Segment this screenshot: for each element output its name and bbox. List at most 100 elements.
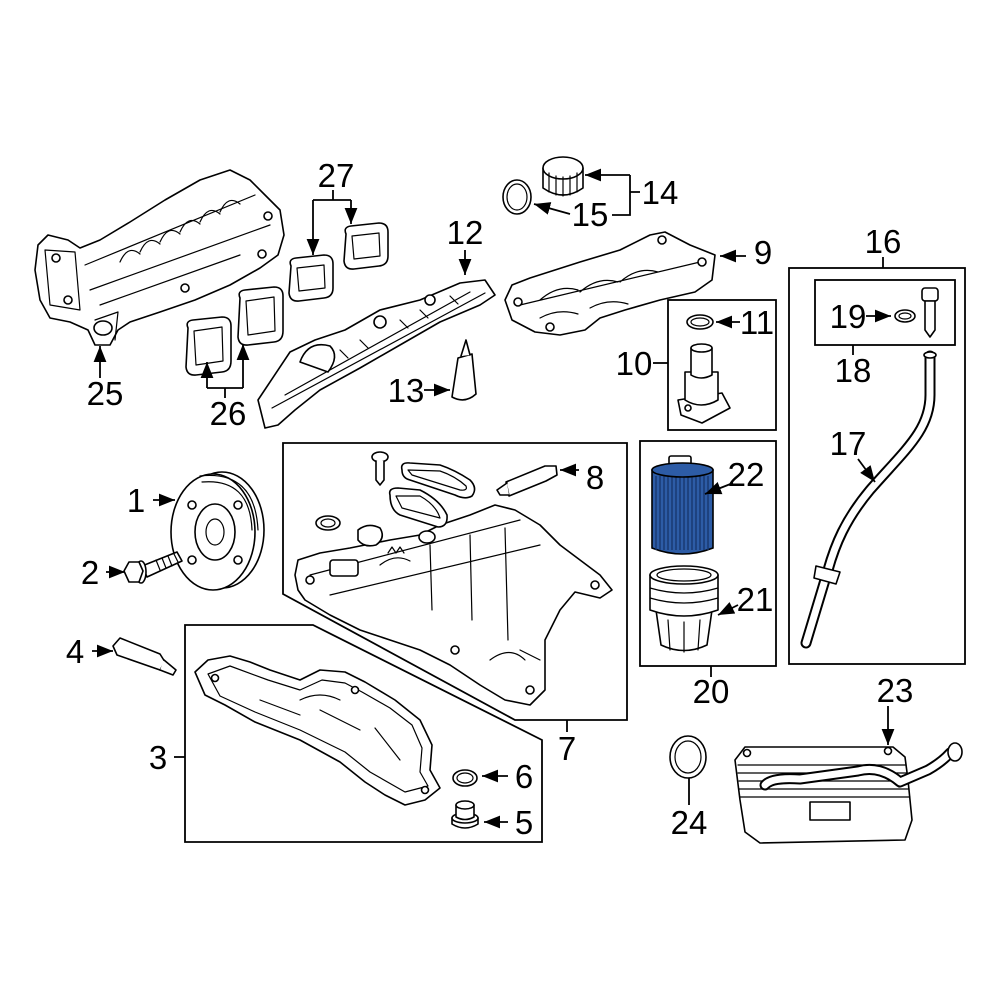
leader-21 [717, 601, 739, 616]
manifold-port [93, 320, 113, 336]
o-ring-part-11 [686, 314, 714, 330]
pan-lower-flange [207, 665, 429, 793]
tube-outline [800, 350, 936, 649]
pulley-hole [233, 555, 243, 565]
rail-body [257, 279, 496, 429]
callout-15: 15 [572, 196, 609, 233]
cooler-body [734, 746, 913, 844]
bolt-part-2 [123, 551, 183, 584]
rail-ribs [339, 295, 459, 359]
cover-detail [519, 261, 701, 319]
gasket-pair-part-26 [185, 286, 284, 376]
pulley-grooves [199, 474, 259, 531]
manifold-bolt-hole [63, 295, 73, 305]
callout-9: 9 [754, 234, 772, 271]
callout-4: 4 [66, 633, 84, 670]
oil-cooler-part-23 [734, 742, 963, 844]
gasket-inner [296, 264, 326, 292]
rail-boss [424, 294, 436, 306]
fitting-stem [690, 347, 713, 379]
dipstick-handle [921, 287, 939, 338]
callout-27: 27 [318, 157, 355, 194]
sealant-tube-part-13 [451, 339, 477, 401]
callout-24: 24 [671, 804, 708, 841]
gasket-pair-part-27 [288, 222, 389, 302]
callout-7: 7 [558, 730, 576, 767]
tube-body [451, 353, 477, 401]
pulley-hub [194, 503, 236, 561]
gasket [185, 316, 232, 376]
o-ring-part-15 [502, 179, 532, 215]
callout-22: 22 [728, 456, 765, 493]
group-box-18 [814, 279, 956, 346]
dipstick-tube-part-17 [800, 350, 937, 649]
callout-1: 1 [127, 482, 145, 519]
fitting-top [690, 343, 713, 353]
o-ring-inner [506, 183, 528, 211]
cooler-pipe-inner [761, 749, 954, 789]
oil-pan-lower-part-3 [194, 655, 441, 806]
cover-part-9 [504, 231, 716, 336]
manifold-flange [44, 249, 119, 341]
pan-upper-hole [525, 685, 535, 695]
leader-17 [857, 458, 876, 483]
oil-pan-upper-part-7 [294, 504, 613, 706]
callout-13: 13 [388, 372, 425, 409]
gasket [237, 286, 284, 346]
bolt-threads [155, 553, 179, 571]
callout-3: 3 [149, 739, 167, 776]
fitting-hole [684, 404, 692, 412]
tube-nozzle [496, 482, 510, 496]
gasket-inner [407, 469, 467, 491]
leader-14-bracket [612, 175, 640, 216]
pan-upper-hole [305, 575, 315, 585]
pan-lower-hole [210, 673, 220, 683]
cover-bolt-hole [513, 297, 523, 307]
seal-ring-part-19 [894, 309, 916, 323]
o-ring-inner [898, 312, 912, 320]
cover-bolt-hole [545, 322, 555, 332]
o-ring-outer [894, 309, 916, 323]
seal-ring-part-6 [452, 769, 478, 787]
gasket [288, 254, 334, 302]
pan-upper-hole [450, 645, 460, 655]
cooler-label-plate [809, 801, 851, 821]
callout-10: 10 [616, 345, 653, 382]
manifold-runners [119, 199, 241, 263]
cover-bolt-hole [697, 257, 707, 267]
o-ring-inner [674, 740, 702, 774]
screw-head [371, 451, 389, 463]
callout-16: 16 [865, 223, 902, 260]
callout-20: 20 [693, 673, 730, 710]
fitting-body [684, 371, 719, 406]
pan-lower-ribs [259, 694, 401, 761]
callout-2: 2 [81, 554, 99, 591]
tube-end [923, 351, 937, 359]
tube-inner [802, 352, 934, 647]
group-box-10 [667, 299, 777, 431]
tube-clip [813, 565, 841, 585]
o-ring-outer [669, 735, 707, 779]
callout-11: 11 [740, 304, 774, 341]
cap-ridges [548, 172, 578, 197]
gasket-inner [395, 495, 441, 519]
sealant-tube-part-8 [496, 465, 558, 497]
o-ring-inner [456, 772, 474, 784]
cooler-bolt [742, 748, 752, 758]
pan-lower-hole [350, 685, 360, 695]
manifold-bolt-hole [180, 283, 190, 293]
pulley-part-1 [170, 471, 265, 591]
gasket [388, 487, 448, 528]
housing-ribs [649, 587, 719, 653]
housing-rim [656, 568, 712, 582]
callout-12: 12 [447, 214, 484, 251]
dipstick-shaft [924, 300, 936, 338]
intake-manifold-part [34, 169, 285, 346]
seal-ring-part-24 [669, 735, 707, 779]
group-box-7 [282, 442, 628, 721]
pan-lower-body [194, 655, 441, 806]
rail-detail [271, 291, 486, 409]
fitting-part-10 [677, 343, 731, 424]
filter-housing-part-21 [649, 565, 719, 653]
